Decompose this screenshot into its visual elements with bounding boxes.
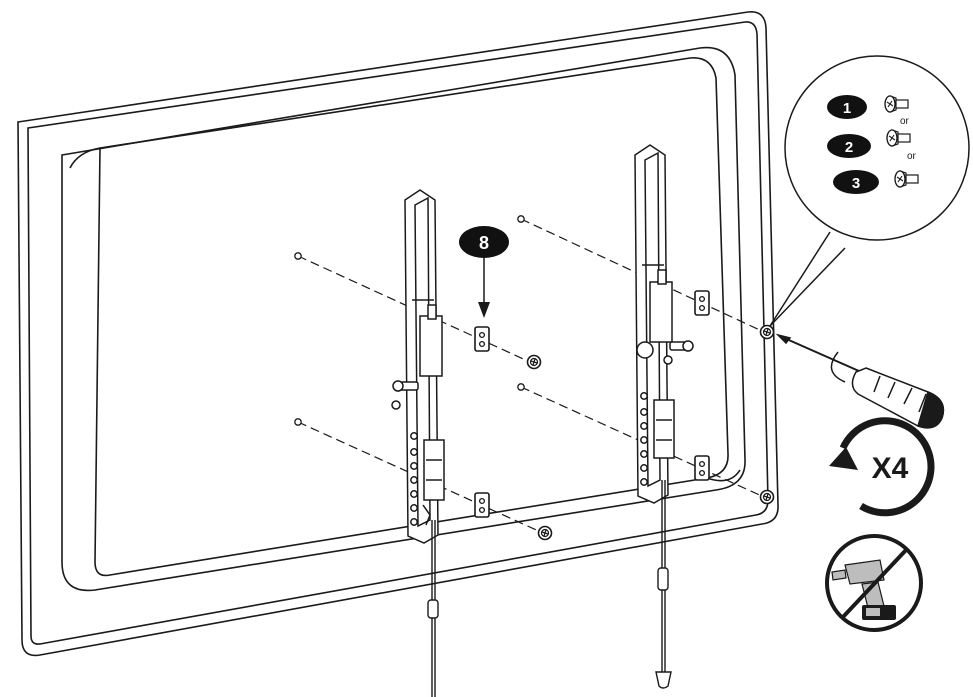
tv-back-panel-icon <box>17 11 779 657</box>
or-label-1: or <box>900 116 910 127</box>
rotate-arrow-icon <box>829 417 935 517</box>
part-8-callout: 8 <box>459 226 509 318</box>
screw-options-callout: 1 or 2 or 3 <box>769 55 970 327</box>
wall-plate-bracket-left <box>391 189 445 544</box>
repeat-count-label: X4 <box>872 452 909 485</box>
screw-option-1: 1 <box>843 100 851 117</box>
pull-cord-right <box>655 480 672 689</box>
or-label-2: or <box>907 151 917 162</box>
part-8-label: 8 <box>479 233 489 253</box>
pull-cord-left <box>427 520 439 697</box>
screw-option-3: 3 <box>852 175 860 192</box>
screwdriver-icon <box>775 333 945 429</box>
screw-option-2: 2 <box>845 139 853 156</box>
no-power-drill-icon <box>825 534 923 632</box>
wall-plate-bracket-right <box>634 144 694 504</box>
tv-mount-holes <box>294 215 525 426</box>
